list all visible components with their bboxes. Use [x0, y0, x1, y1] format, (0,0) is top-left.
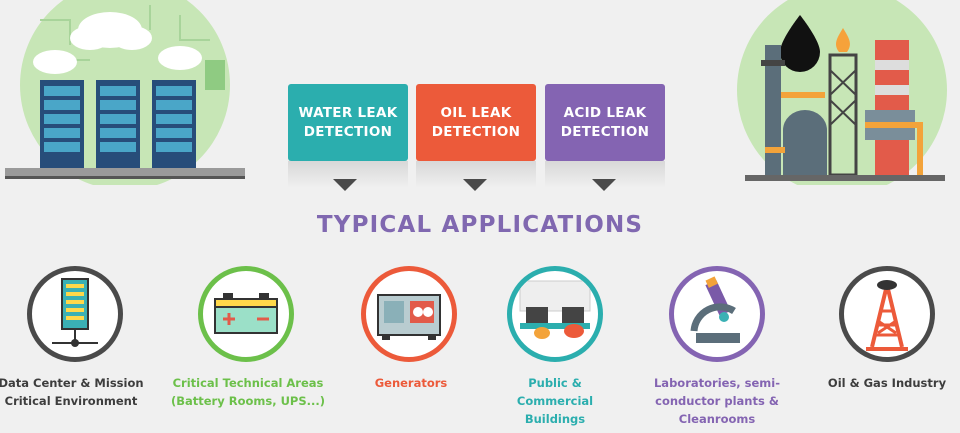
- oil-derrick-icon[interactable]: [839, 266, 935, 362]
- acid-leak-detection-button[interactable]: ACID LEAK DETECTION: [545, 84, 665, 161]
- oil-leak-line1: OIL LEAK: [440, 104, 512, 121]
- acid-leak-line1: ACID LEAK: [563, 104, 647, 121]
- generator-icon[interactable]: [361, 266, 457, 362]
- oil-leak-line2: DETECTION: [431, 123, 521, 140]
- microscope-icon[interactable]: [669, 266, 765, 362]
- acid-leak-arrow-icon: [592, 179, 616, 191]
- office-icon[interactable]: [507, 266, 603, 362]
- server-icon[interactable]: [27, 266, 123, 362]
- acid-leak-line2: DETECTION: [560, 123, 650, 140]
- label-data-center: Data Center & Mission Critical Environme…: [0, 376, 144, 408]
- data-center-illustration: [0, 0, 250, 190]
- water-leak-arrow-icon: [333, 179, 357, 191]
- typical-applications-heading: TYPICAL APPLICATIONS: [316, 212, 644, 238]
- label-laboratories: Laboratories, semi- conductor plants & C…: [653, 376, 781, 426]
- battery-icon[interactable]: [198, 266, 294, 362]
- water-leak-line2: DETECTION: [303, 123, 393, 140]
- water-leak-line1: WATER LEAK: [298, 104, 398, 121]
- oil-leak-arrow-icon: [463, 179, 487, 191]
- label-oil-gas-industry: Oil & Gas Industry: [827, 376, 947, 390]
- label-generators: Generators: [374, 376, 448, 390]
- label-public-commercial-buildings: Public & Commercial Buildings: [516, 376, 594, 426]
- label-critical-technical-areas: Critical Technical Areas (Battery Rooms,…: [170, 376, 325, 408]
- oil-leak-detection-button[interactable]: OIL LEAK DETECTION: [416, 84, 536, 161]
- refinery-illustration: [725, 0, 960, 195]
- water-leak-detection-button[interactable]: WATER LEAK DETECTION: [288, 84, 408, 161]
